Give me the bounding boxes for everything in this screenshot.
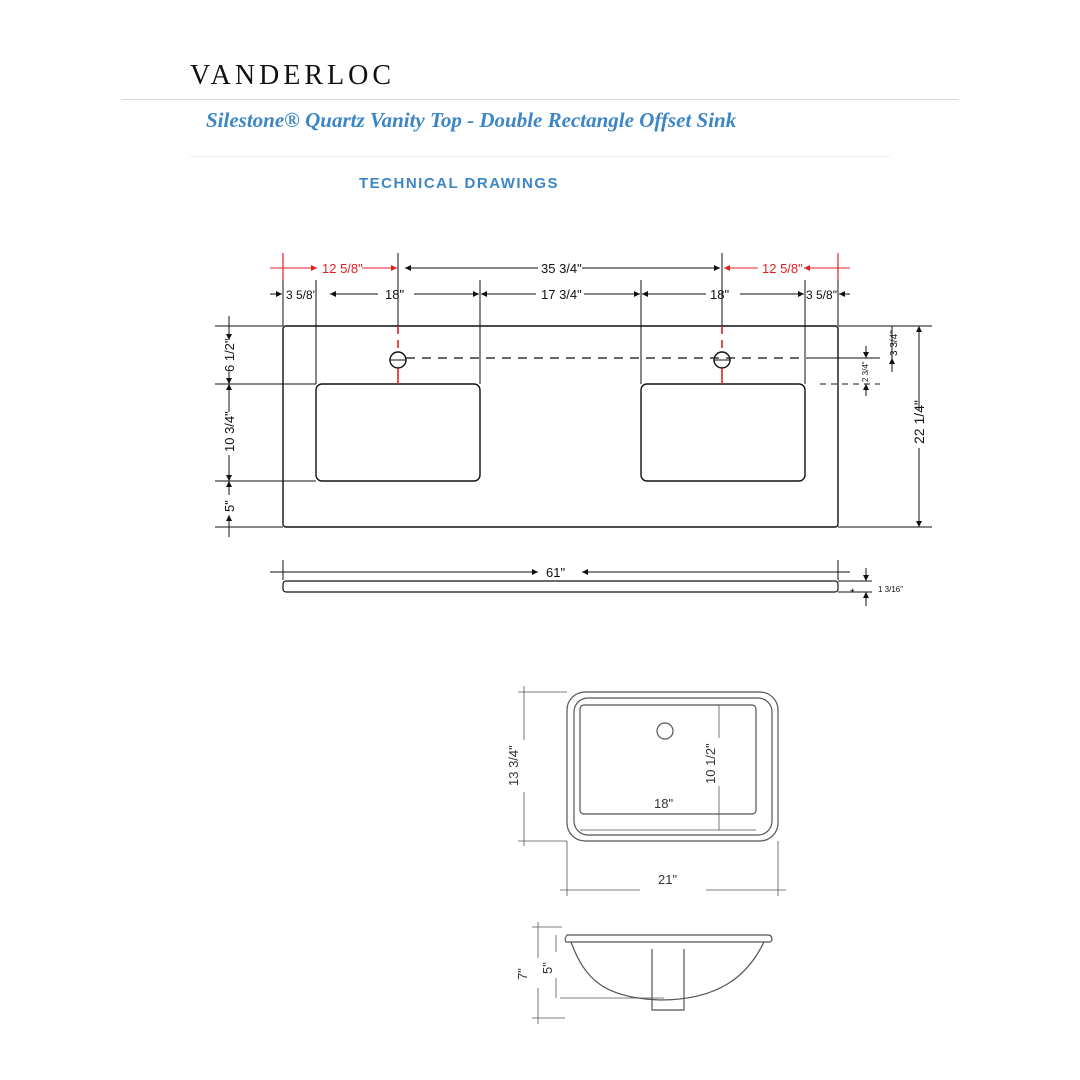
vanity-top-outline [282,325,839,528]
dim-right-sink-width: 18" [710,287,729,302]
brand-logo: VANDERLOC [190,60,396,91]
dim-sink-outer-width: 21" [658,872,677,887]
header-divider [122,99,958,100]
dim-sink-outer-depth: 13 3/4" [506,745,521,786]
left-sink [315,383,481,482]
sink-section-rim [564,934,773,943]
dim-right-edge: 3 5/8" [806,288,837,302]
edge-profile [282,580,839,593]
sink-drain [656,722,674,740]
sink-section-drain [651,949,685,1011]
dim-middle-gap: 17 3/4" [541,287,582,302]
dim-left-edge: 3 5/8" [286,288,317,302]
dim-center-spacing: 35 3/4" [541,261,582,276]
right-sink [640,383,806,482]
dim-edge-thickness: 1 3/16" [878,585,903,594]
dim-edge-marker: * [850,586,855,600]
dim-sink-inner-depth: 10 1/2" [703,743,718,784]
dim-faucet-to-sink: 2 3/4" [861,361,870,382]
dim-left-sink-width: 18" [385,287,404,302]
sink-outer-rim [566,691,779,842]
page-title: Silestone® Quartz Vanity Top - Double Re… [206,108,737,132]
dim-front: 5" [222,500,237,512]
dim-section-height: 7" [515,968,530,980]
dim-section-bowl-depth: 5" [540,962,555,974]
red-extension-lines [282,253,839,280]
sink-section [532,922,773,1024]
title-divider [190,156,890,157]
dim-sink-depth: 10 3/4" [222,411,237,452]
sink-plan [518,686,786,896]
sink-inner-rim [573,697,773,836]
dim-left-center: 12 5/8" [322,261,363,276]
sink-bowl [579,704,757,815]
dim-back-to-sink: 6 1/2" [222,338,237,372]
dim-right-center: 12 5/8" [762,261,803,276]
edge-view [270,560,872,606]
dim-edge-width: 61" [546,565,565,580]
dim-sink-inner-width: 18" [654,796,673,811]
dim-faucet-back: 3 3/4" [889,330,900,356]
top-view [282,325,839,528]
top-extension-lines [282,253,839,384]
sink-section-bowl [570,941,765,1001]
dim-overall-depth: 22 1/4" [911,400,927,444]
section-heading: TECHNICAL DRAWINGS [359,175,560,192]
